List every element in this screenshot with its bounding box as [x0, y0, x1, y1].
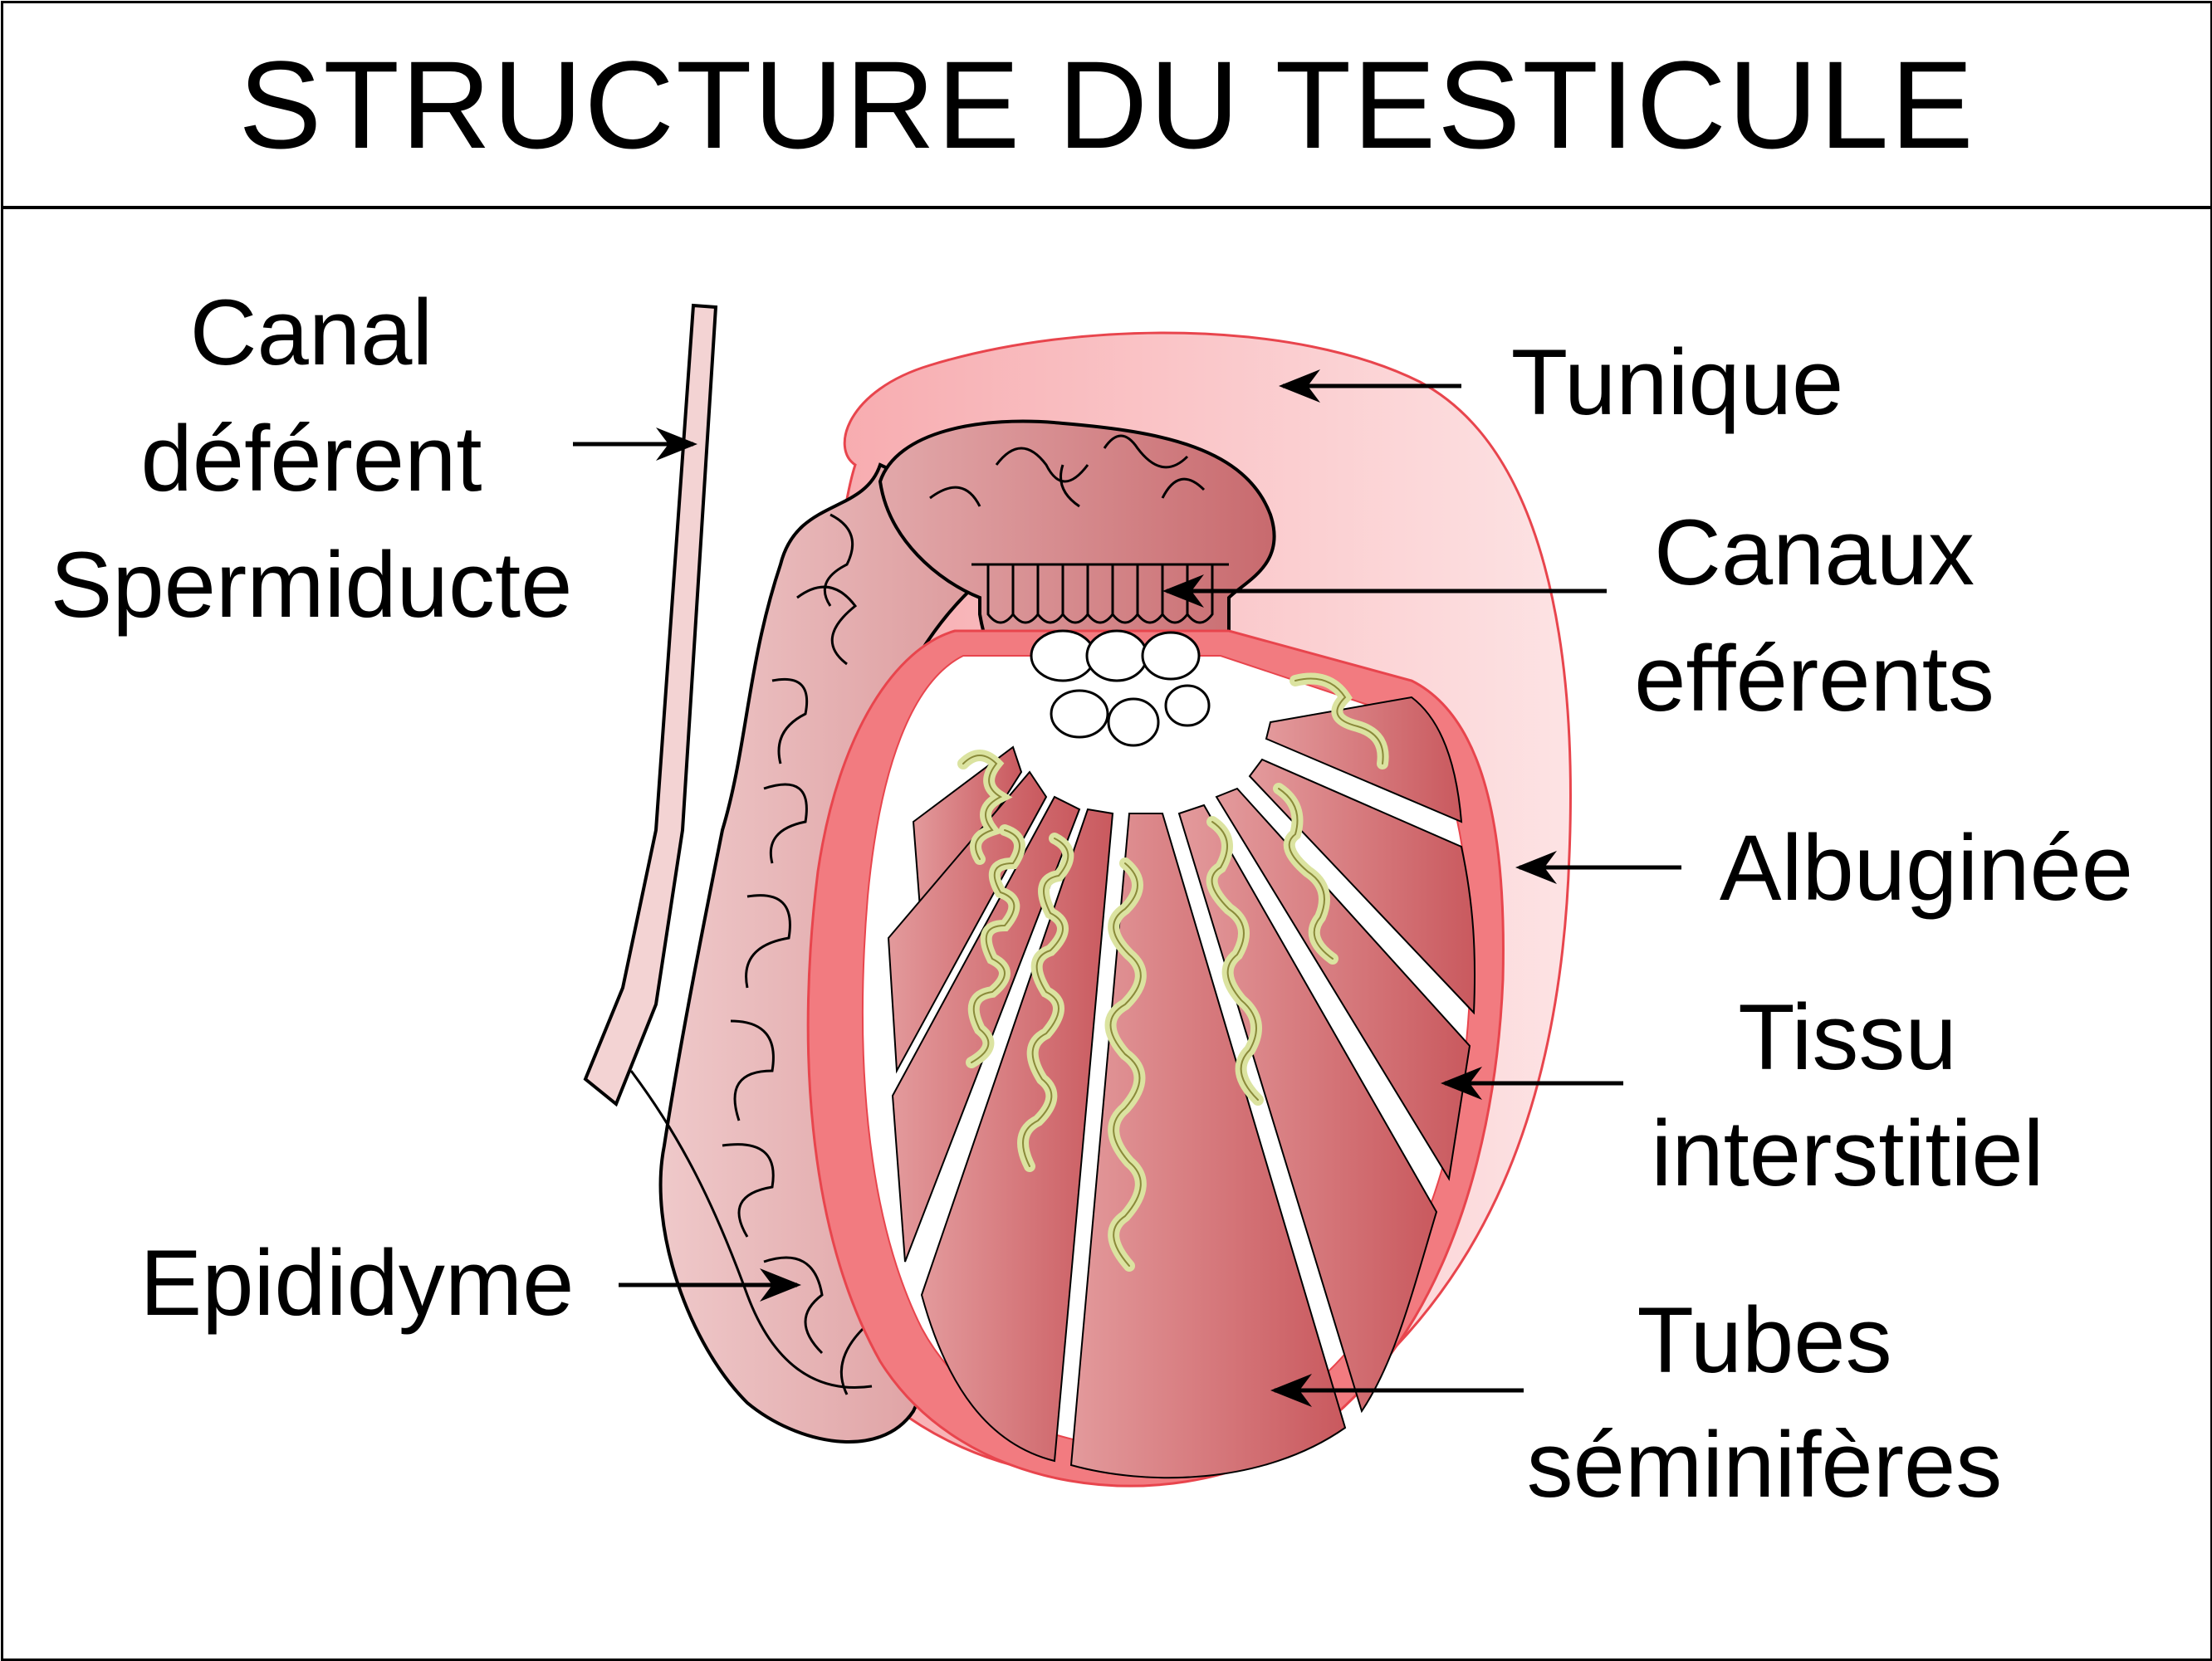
- label-canal-deferent-line1: Canal: [189, 281, 433, 384]
- seminiferous-tubules-outline: [962, 677, 1384, 1267]
- leader-arrows: [573, 369, 1681, 1407]
- epididyme-duct: [629, 1070, 873, 1389]
- label-tunique-line1: Tunique: [1510, 330, 1844, 434]
- label-canal-deferent: Canal déférent Spermiducte: [25, 270, 598, 648]
- label-canaux-efferents-line1: Canaux: [1653, 501, 1975, 604]
- label-albuginee-line1: Albuginée: [1719, 816, 2134, 920]
- label-canal-deferent-line3: Spermiducte: [50, 533, 573, 637]
- canal-deferent: [583, 303, 718, 1107]
- label-tubes-seminiferes-line1: Tubes: [1637, 1288, 1892, 1392]
- epididyme-coils: [722, 513, 865, 1395]
- label-tubes-seminiferes: Tubes séminifères: [1486, 1278, 2043, 1527]
- label-tissu-interstitiel-line1: Tissu: [1738, 985, 1957, 1089]
- efferent-ducts: [971, 563, 1229, 624]
- label-albuginee: Albuginée: [1694, 822, 2159, 915]
- title-bar: STRUCTURE DU TESTICULE: [3, 3, 2210, 209]
- label-tunique: Tunique: [1478, 336, 1877, 429]
- label-epididyme-line1: Epididyme: [139, 1231, 575, 1335]
- label-tissu-interstitiel-line2: interstitiel: [1651, 1102, 2044, 1205]
- label-epididyme: Epididyme: [116, 1237, 598, 1330]
- diagram-title: STRUCTURE DU TESTICULE: [238, 35, 1975, 174]
- label-canaux-efferents: Canaux efférents: [1594, 490, 2034, 742]
- head-coils: [929, 434, 1206, 508]
- label-tubes-seminiferes-line2: séminifères: [1526, 1413, 2003, 1517]
- lobules: [887, 696, 1476, 1479]
- label-canaux-efferents-line2: efférents: [1634, 627, 1994, 730]
- label-canal-deferent-line2: déférent: [140, 407, 482, 511]
- label-tissu-interstitiel: Tissu interstitiel: [1611, 980, 2084, 1212]
- rete-cells: [1030, 629, 1211, 747]
